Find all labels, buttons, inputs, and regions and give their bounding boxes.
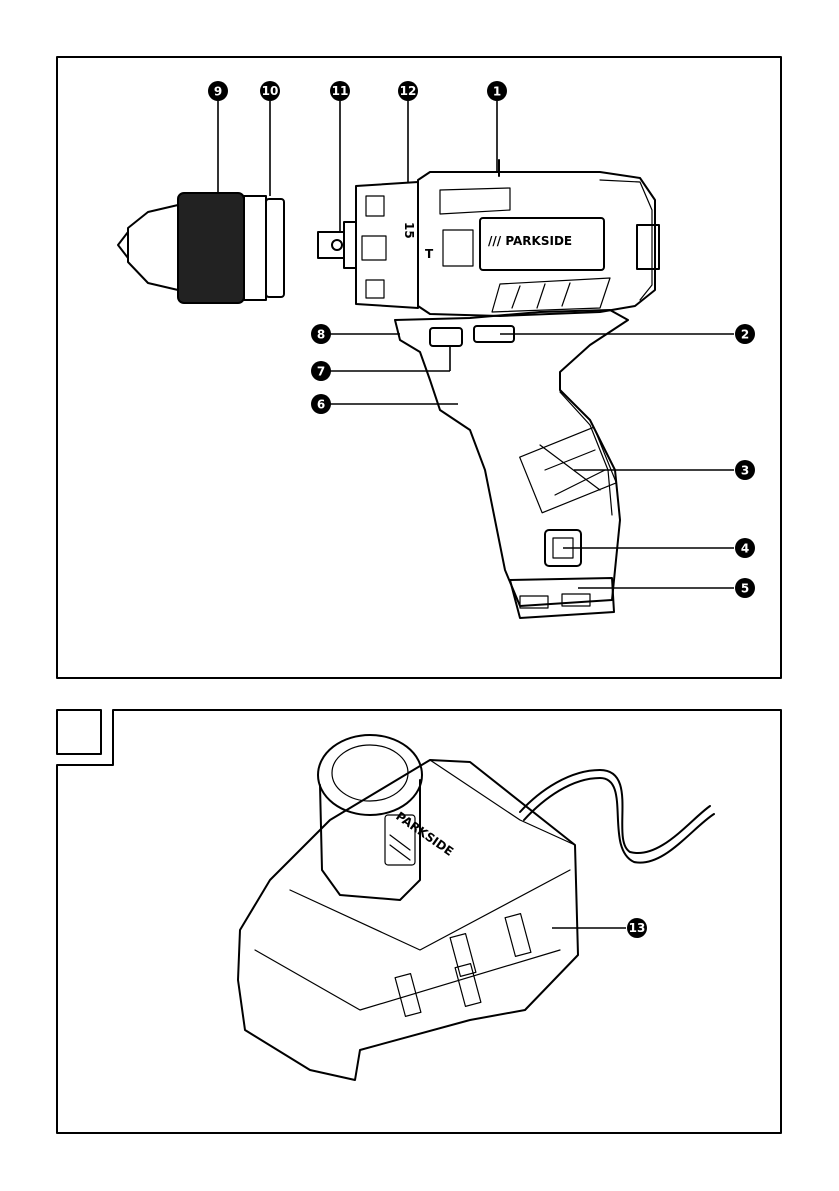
torque-collar: 15 [356, 182, 418, 308]
svg-text:1: 1 [493, 85, 501, 99]
callout-7: 7 [311, 361, 331, 381]
trigger [430, 328, 462, 346]
callout-6: 6 [311, 394, 331, 414]
svg-text:12: 12 [400, 84, 417, 98]
drill-housing: /// PARKSIDE T [418, 160, 659, 316]
svg-text:2: 2 [741, 328, 749, 342]
svg-text:4: 4 [741, 542, 749, 556]
gear-mark: T [425, 247, 434, 261]
svg-text:7: 7 [317, 365, 325, 379]
svg-text:13: 13 [629, 921, 646, 935]
brand-label: /// PARKSIDE [488, 234, 572, 248]
panel-drill-frame [57, 57, 781, 678]
torque-mark: 15 [402, 222, 416, 239]
callout-12: 12 [398, 81, 418, 101]
charger-brand-label: PARKSIDE [393, 809, 456, 859]
callout-4: 4 [735, 538, 755, 558]
chuck-adapter [318, 222, 356, 268]
panel-label-box [57, 710, 101, 754]
callout-11: 11 [330, 81, 350, 101]
svg-text:5: 5 [741, 582, 749, 596]
svg-text:11: 11 [332, 84, 349, 98]
svg-text:9: 9 [214, 85, 222, 99]
callout-5: 5 [735, 578, 755, 598]
keyless-chuck [118, 193, 284, 303]
drill-illustration: 15 /// PARKSIDE T [118, 160, 659, 618]
callout-3: 3 [735, 460, 755, 480]
svg-text:6: 6 [317, 398, 325, 412]
svg-text:3: 3 [741, 464, 749, 478]
callout-2: 2 [735, 324, 755, 344]
callout-10: 10 [260, 81, 280, 101]
drill-grip [395, 310, 628, 618]
callout-8: 8 [311, 324, 331, 344]
callout-13: 13 [627, 918, 647, 938]
charger-illustration: PARKSIDE [238, 735, 714, 1080]
callout-9: 9 [208, 81, 228, 101]
chuck-sleeve [178, 193, 244, 303]
svg-text:8: 8 [317, 328, 325, 342]
svg-text:10: 10 [262, 84, 279, 98]
callout-1: 1 [487, 81, 507, 101]
panel-charger-frame [57, 710, 781, 1133]
